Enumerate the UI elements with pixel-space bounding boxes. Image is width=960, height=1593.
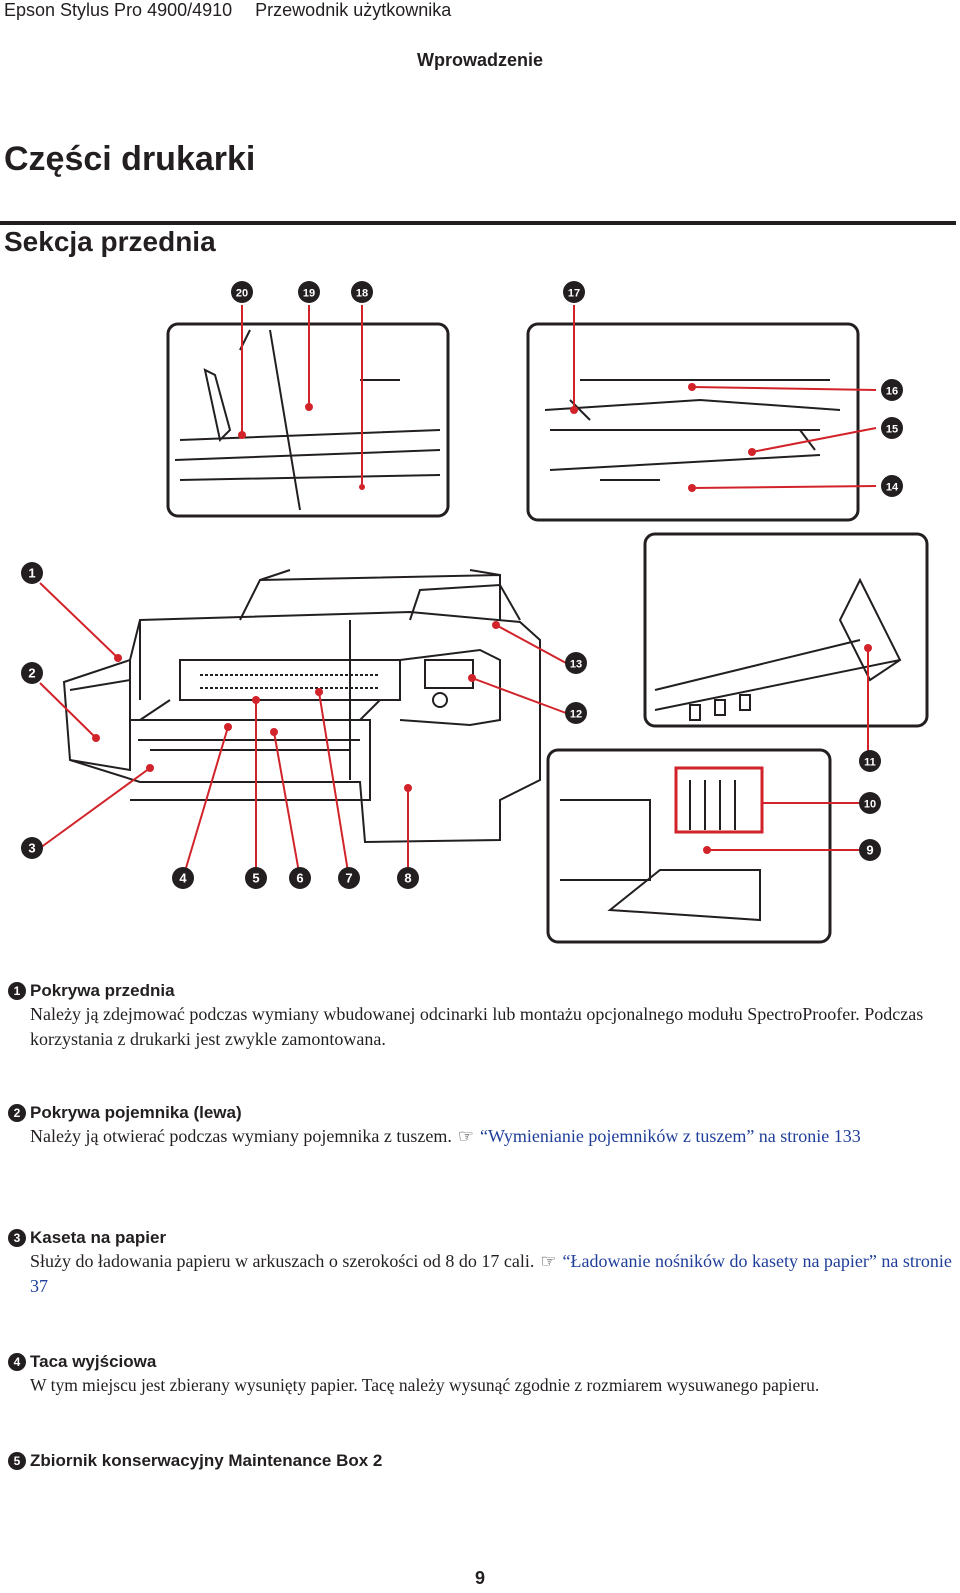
item-number-badge: 2 — [8, 1104, 26, 1122]
callout-dots — [92, 383, 872, 854]
svg-text:3: 3 — [28, 841, 35, 856]
svg-text:20: 20 — [236, 288, 248, 300]
svg-text:11: 11 — [864, 757, 876, 769]
item-title: Taca wyjściowa — [30, 1352, 157, 1371]
callout-badge-16: 16 — [881, 379, 903, 401]
heading-rule — [0, 221, 956, 225]
item-number-badge: 1 — [8, 982, 26, 1000]
subsection-title: Sekcja przednia — [4, 226, 216, 257]
svg-text:16: 16 — [886, 386, 898, 398]
item-number-badge: 5 — [8, 1452, 26, 1470]
item-description-text: Należy ją otwierać podczas wymiany pojem… — [30, 1126, 452, 1146]
callout-badge-18: 18 — [351, 281, 373, 303]
svg-text:10: 10 — [864, 799, 876, 811]
svg-text:6: 6 — [296, 871, 303, 886]
callout-badge-10: 10 — [859, 792, 881, 814]
callout-badge-9: 9 — [859, 839, 881, 861]
svg-text:2: 2 — [28, 666, 35, 681]
page-number: 9 — [474, 1568, 485, 1588]
svg-text:19: 19 — [303, 288, 315, 300]
part-item-2: 2 Pokrywa pojemnika (lewa) Należy ją otw… — [8, 1102, 958, 1149]
callout-badge-2: 2 — [21, 662, 43, 684]
page-header: Epson Stylus Pro 4900/4910 Przewodnik uż… — [4, 0, 469, 21]
callout-badge-14: 14 — [881, 475, 903, 497]
callout-badge-3: 3 — [21, 837, 43, 859]
item-number-badge: 3 — [8, 1229, 26, 1247]
svg-text:4: 4 — [179, 871, 187, 886]
svg-text:7: 7 — [345, 871, 352, 886]
callout-badge-19: 19 — [298, 281, 320, 303]
page-title: Części drukarki — [4, 140, 256, 178]
item-description: Służy do ładowania papieru w arkuszach o… — [30, 1249, 958, 1299]
callout-badge-1: 1 — [21, 562, 43, 584]
callout-badge-5: 5 — [245, 867, 267, 889]
item-title: Zbiornik konserwacyjny Maintenance Box 2 — [30, 1451, 383, 1470]
svg-text:18: 18 — [356, 288, 368, 300]
inset-ink-cartridge — [546, 748, 832, 944]
callout-badge-17: 17 — [563, 281, 585, 303]
item-description-text: Służy do ładowania papieru w arkuszach o… — [30, 1251, 535, 1271]
reference-link[interactable]: “Wymienianie pojemników z tuszem” na str… — [479, 1126, 861, 1146]
callout-badge-12: 12 — [565, 702, 587, 724]
svg-text:9: 9 — [866, 843, 873, 858]
svg-text:8: 8 — [404, 871, 411, 886]
part-item-3: 3 Kaseta na papier Służy do ładowania pa… — [8, 1227, 958, 1299]
inset-print-head — [643, 532, 929, 728]
printer-illustration — [62, 569, 541, 844]
product-name: Epson Stylus Pro 4900/4910 — [4, 0, 233, 20]
callout-badge-13: 13 — [565, 652, 587, 674]
section-title: Wprowadzenie — [416, 50, 543, 70]
part-item-5: 5 Zbiornik konserwacyjny Maintenance Box… — [8, 1450, 958, 1472]
guide-name: Przewodnik użytkownika — [255, 0, 452, 20]
item-description: Należy ją otwierać podczas wymiany pojem… — [30, 1124, 958, 1149]
callout-badge-8: 8 — [397, 867, 419, 889]
inset-rear-feed — [526, 322, 860, 522]
callout-leaders — [39, 305, 877, 879]
reference-link[interactable]: “Ładowanie nośników do kasety na papier”… — [30, 1251, 952, 1296]
callout-badge-20: 20 — [231, 281, 253, 303]
item-title: Pokrywa pojemnika (lewa) — [30, 1103, 242, 1122]
item-description: Należy ją zdejmować podczas wymiany wbud… — [30, 1004, 924, 1049]
svg-text:12: 12 — [570, 709, 582, 721]
svg-text:13: 13 — [570, 659, 582, 671]
part-item-4: 4 Taca wyjściowa W tym miejscu jest zbie… — [8, 1351, 958, 1398]
item-description: W tym miejscu jest zbierany wysunięty pa… — [30, 1375, 820, 1395]
item-number-badge: 4 — [8, 1353, 26, 1371]
callout-badge-6: 6 — [289, 867, 311, 889]
callout-badge-4: 4 — [172, 867, 194, 889]
svg-text:1: 1 — [28, 566, 35, 581]
svg-text:5: 5 — [252, 871, 259, 886]
svg-text:17: 17 — [568, 288, 580, 300]
svg-text:14: 14 — [886, 482, 899, 494]
item-title: Pokrywa przednia — [30, 981, 175, 1000]
svg-text:15: 15 — [886, 424, 898, 436]
item-title: Kaseta na papier — [30, 1228, 167, 1247]
pointing-hand-icon: ☞ — [457, 1126, 474, 1147]
callout-badge-11: 11 — [859, 750, 881, 772]
pointing-hand-icon: ☞ — [540, 1251, 557, 1272]
callout-badge-7: 7 — [338, 867, 360, 889]
part-item-1: 1 Pokrywa przednia Należy ją zdejmować p… — [8, 980, 958, 1052]
callout-badge-15: 15 — [881, 417, 903, 439]
